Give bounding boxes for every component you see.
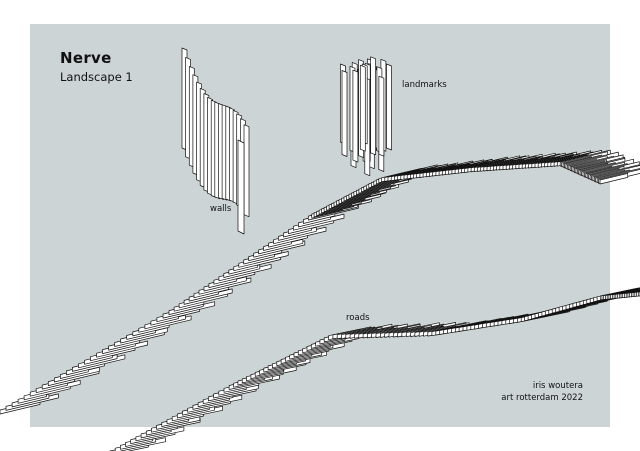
landmark-prism — [378, 75, 385, 157]
label-landmarks: landmarks — [402, 80, 447, 90]
wall-board — [243, 124, 250, 218]
label-roads: roads — [346, 313, 370, 323]
landmark-prism — [341, 70, 348, 157]
credit-artist: iris woutera — [532, 381, 583, 391]
landmark-prism — [370, 56, 376, 156]
wall-board — [237, 139, 245, 235]
road-upper — [0, 149, 640, 415]
road-slat — [599, 173, 629, 185]
road-lower — [109, 287, 640, 451]
poster-title: Nerve — [60, 49, 112, 67]
label-walls: walls — [210, 204, 232, 214]
walls-sculpture — [181, 47, 250, 235]
landmarks-sculpture — [340, 56, 392, 177]
landmark-prism — [386, 63, 392, 151]
poster-subtitle: Landscape 1 — [60, 70, 133, 84]
landmark-prism — [352, 69, 359, 163]
landmark-prism — [359, 64, 366, 152]
credit-event: art rotterdam 2022 — [501, 393, 583, 403]
